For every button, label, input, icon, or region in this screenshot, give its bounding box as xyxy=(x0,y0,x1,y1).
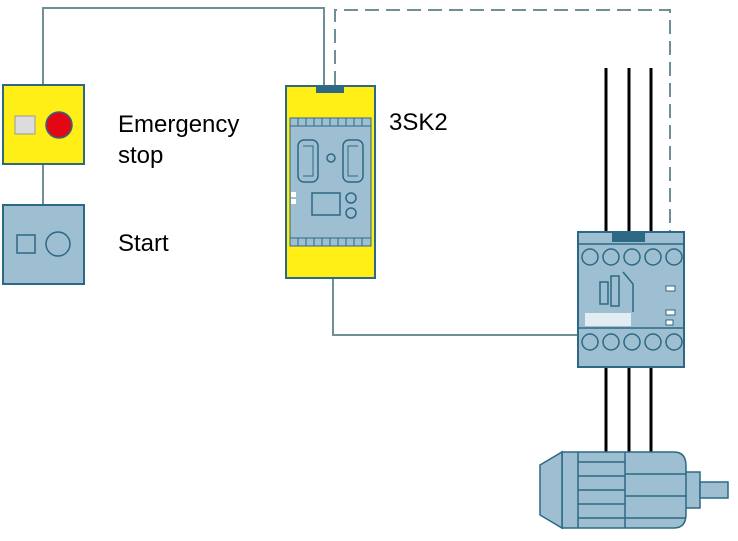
emergency-stop-button-icon xyxy=(2,84,85,165)
feedback-dashed-wire xyxy=(334,9,671,233)
safety-relay-3sk2-icon xyxy=(285,85,376,279)
motor-icon xyxy=(539,450,729,530)
start-button-icon xyxy=(2,204,85,285)
wire-estop-to-relay xyxy=(42,7,325,85)
emergency-stop-label-line2: stop xyxy=(118,142,164,169)
power-lines xyxy=(604,68,653,452)
wire-relay-to-contactor xyxy=(332,278,578,336)
control-wires xyxy=(42,7,671,336)
start-label: Start xyxy=(118,230,169,257)
emergency-stop-label: Emergency xyxy=(118,111,240,138)
contactor-icon xyxy=(577,231,685,368)
relay-label: 3SK2 xyxy=(389,109,448,136)
